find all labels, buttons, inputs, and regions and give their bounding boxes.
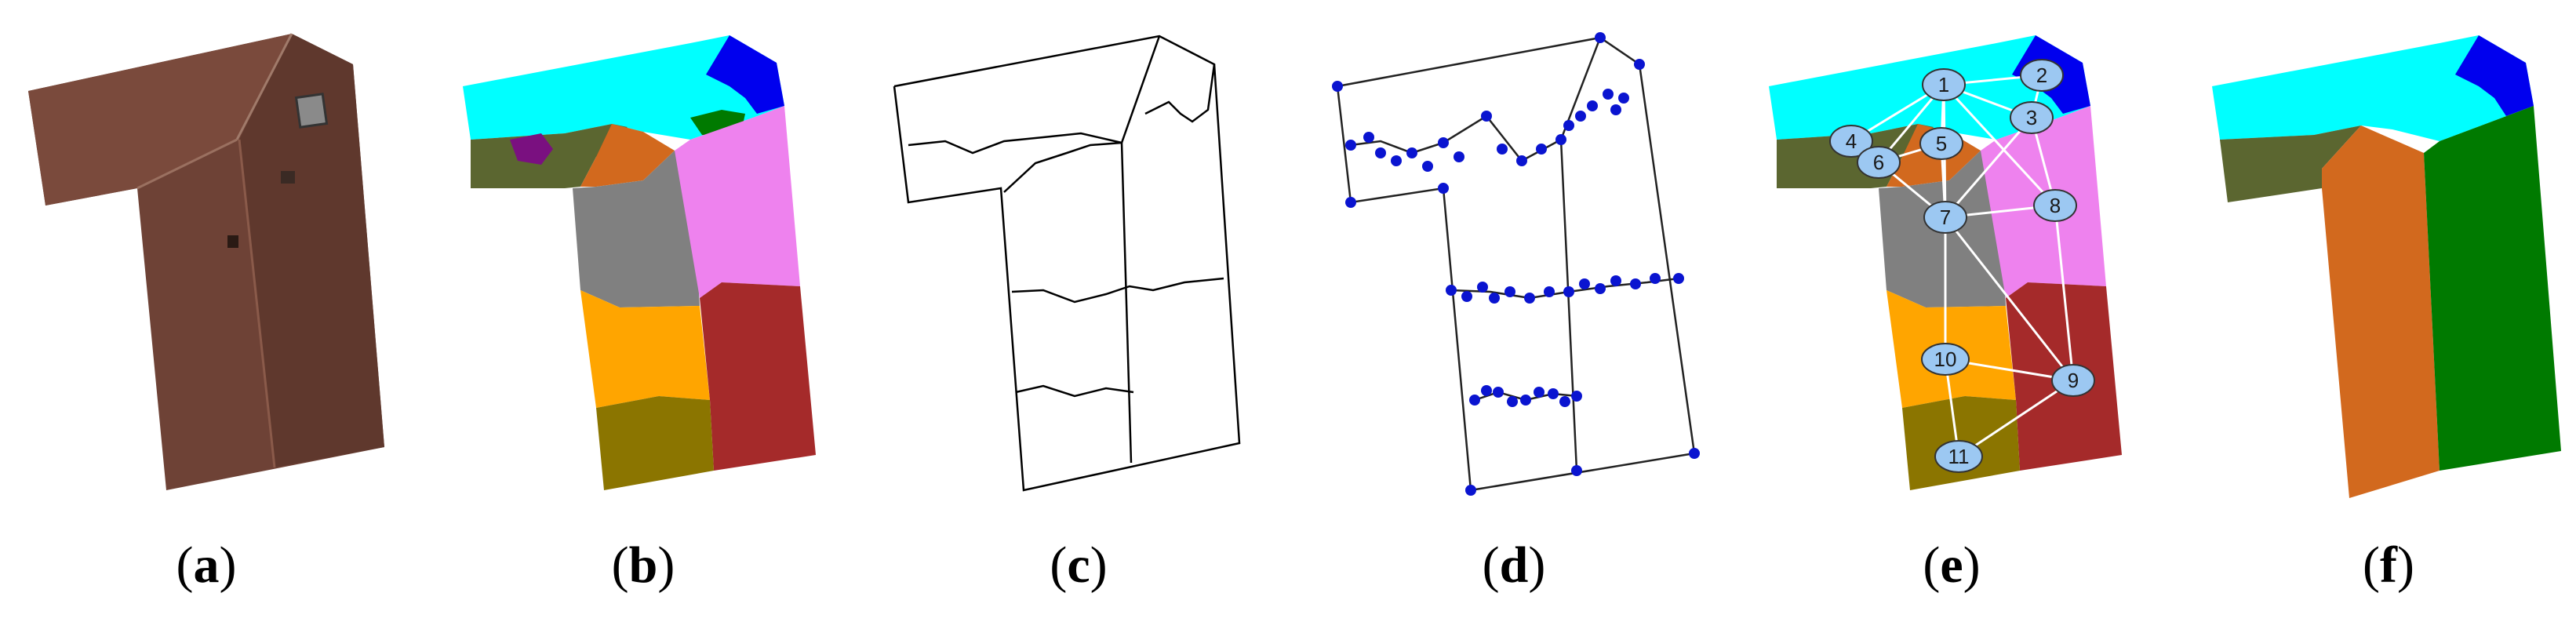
graph-node-label-10: 10 — [1934, 347, 1957, 371]
graph-node-3 — [2010, 101, 2054, 134]
graph-node-label-4: 4 — [1846, 129, 1857, 153]
caption-f-letter: f — [2380, 537, 2397, 594]
panel-e-graph: 1 2 3 4 5 6 7 8 9 10 11 — [1769, 35, 2122, 490]
graph-node-label-1: 1 — [1938, 73, 1949, 96]
panel-a-roof-image — [28, 33, 384, 490]
graph-node-1 — [1922, 68, 1966, 101]
graph-node-label-8: 8 — [2050, 194, 2061, 217]
panel-c-contours — [893, 35, 1241, 492]
graph-node-11 — [1934, 440, 1983, 473]
caption-b: (b) — [611, 537, 675, 594]
caption-f: (f) — [2363, 537, 2414, 594]
graph-node-5 — [1919, 127, 1963, 160]
caption-e-letter: e — [1940, 537, 1963, 594]
graph-node-label-7: 7 — [1940, 206, 1951, 229]
graph-node-label-11: 11 — [1948, 445, 1970, 468]
graph-node-6 — [1857, 146, 1901, 179]
caption-b-letter: b — [628, 537, 658, 594]
caption-d-letter: d — [1499, 537, 1529, 594]
graph-node-8 — [2033, 189, 2077, 222]
panel-d-vertices — [1332, 32, 1700, 496]
caption-a-letter: a — [193, 537, 220, 594]
caption-a: (a) — [176, 537, 237, 594]
panel-b-segmentation — [463, 35, 816, 490]
graph-node-2 — [2020, 59, 2064, 92]
graph-node-4 — [1829, 125, 1873, 158]
graph-node-10 — [1921, 343, 1970, 376]
caption-c: (c) — [1050, 537, 1108, 594]
caption-e: (e) — [1923, 537, 1981, 594]
graph-node-label-2: 2 — [2036, 64, 2047, 87]
graph-node-label-3: 3 — [2026, 106, 2037, 129]
panel-f-merged-planes — [2212, 35, 2561, 498]
caption-d: (d) — [1482, 537, 1546, 594]
caption-c-letter: c — [1067, 537, 1090, 594]
graph-node-7 — [1923, 201, 1967, 234]
graph-node-9 — [2051, 364, 2095, 397]
graph-node-label-9: 9 — [2068, 369, 2079, 392]
graph-node-label-6: 6 — [1873, 151, 1884, 174]
graph-node-label-5: 5 — [1936, 132, 1947, 155]
